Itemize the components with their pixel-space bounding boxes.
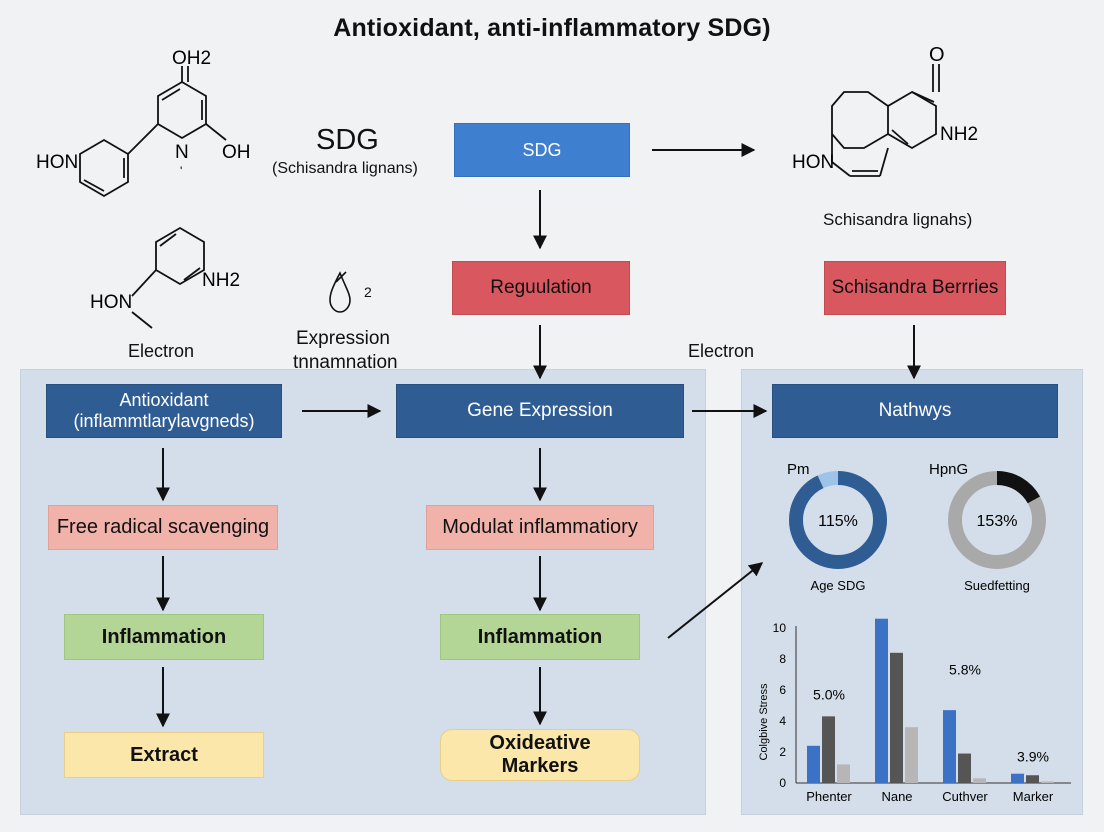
y-tick-label: 6 — [779, 683, 786, 697]
x-category-label: Marker — [1013, 789, 1054, 804]
x-category-label: Nane — [881, 789, 912, 804]
mol2-nh2-label: NH2 — [940, 124, 978, 145]
donut-charts: Pm 115% Age SDG HpnG 153% Suedfetting — [787, 461, 1046, 593]
antioxidant-header-box: Antioxidant (inflammtlarylavgneds) — [46, 384, 282, 438]
oxidative-markers-box: Oxideative Markers — [440, 729, 640, 781]
x-category-label: Cuthver — [942, 789, 988, 804]
x-category-label: Phenter — [806, 789, 852, 804]
mol1-hon-label: HON — [36, 152, 78, 173]
mol1-oh2-label: OH2 — [172, 48, 211, 69]
regulation-box: Reguulation — [452, 261, 630, 315]
bar — [1041, 781, 1054, 783]
donut2-arc — [948, 471, 1046, 569]
antioxidant-header-line2: (inflammtlarylavgneds) — [73, 411, 255, 431]
antioxidant-header-line1: Antioxidant — [119, 390, 209, 411]
bar — [822, 716, 835, 783]
middle-inflammation-box: Inflammation — [440, 614, 640, 660]
y-tick-label: 2 — [779, 745, 786, 759]
bar — [943, 710, 956, 783]
y-tick-label: 0 — [779, 776, 786, 790]
bar — [1011, 773, 1024, 783]
droplet-icon — [329, 271, 351, 313]
bar — [1026, 775, 1039, 783]
y-tick-label: 8 — [779, 652, 786, 666]
bar — [973, 778, 986, 783]
mol2-hon-label: HON — [792, 152, 834, 173]
expression-label-line2: tnnamnation — [293, 352, 398, 373]
modulat-inflammatory-box: Modulat inflammatiory — [426, 505, 654, 550]
donut1-value: 115% — [818, 513, 858, 530]
schisandra-lignans-label: Schisandra lignahs) — [823, 210, 973, 229]
bar — [958, 753, 971, 783]
mol2-o-label: O — [929, 44, 945, 66]
gene-expression-box: Gene Expression — [396, 384, 684, 438]
y-tick-label: 10 — [773, 621, 787, 635]
sdg-label: SDG — [316, 124, 379, 156]
bar — [890, 652, 903, 783]
electron-left-label: Electron — [128, 341, 195, 361]
chart-ylabel: Colgbive Stress — [758, 683, 770, 761]
droplet-superscript: 2 — [364, 284, 372, 300]
bar — [905, 727, 918, 783]
sdg-box: SDG — [454, 123, 630, 177]
oxidative-markers-line2: Markers — [501, 755, 579, 777]
mol1-oh-label: OH — [222, 142, 251, 163]
molecule-structure-3: HON NH2 — [90, 226, 240, 329]
pathways-box: Nathwys — [772, 384, 1058, 438]
bar-data-label: 5.8% — [949, 662, 981, 678]
y-tick-label: 4 — [779, 714, 786, 728]
bar-data-label: 3.9% — [1017, 749, 1049, 765]
oxidative-markers-line1: Oxideative — [489, 732, 591, 754]
mol3-nh2-label: NH2 — [202, 270, 240, 291]
free-radical-box: Free radical scavenging — [48, 505, 278, 550]
page-title: Antioxidant, anti-inflammatory SDG) — [333, 14, 771, 42]
extract-box: Extract — [64, 732, 264, 778]
molecule-structure-2: O NH2 HON — [792, 44, 978, 177]
donut1-arc — [789, 471, 887, 569]
donut2-value: 153% — [977, 513, 1018, 530]
bar — [807, 745, 820, 783]
bar — [837, 764, 850, 783]
bar-chart: Colgbive Stress 02468105.0%Phenter102%Na… — [758, 618, 1071, 804]
sdg-sublabel: (Schisandra lignans) — [272, 160, 418, 177]
donut2-caption: Suedfetting — [964, 578, 1030, 593]
donut1-caption: Age SDG — [811, 578, 866, 593]
bar — [875, 618, 888, 783]
mol3-hon-label: HON — [90, 292, 132, 313]
electron-right-label: Electron — [688, 341, 755, 361]
schisandra-berries-box: Schisandra Berrries — [824, 261, 1006, 315]
molecule-structure-1: OH2 HON N ' OH — [36, 48, 251, 198]
donut2-label: HpnG — [929, 461, 968, 478]
bar-data-label: 5.0% — [813, 687, 845, 703]
left-inflammation-box: Inflammation — [64, 614, 264, 660]
expression-label-line1: Expression — [296, 328, 390, 349]
donut1-label: Pm — [787, 461, 810, 478]
mol1-n-label: N — [175, 142, 189, 163]
mol1-dash-label: ' — [180, 164, 182, 178]
